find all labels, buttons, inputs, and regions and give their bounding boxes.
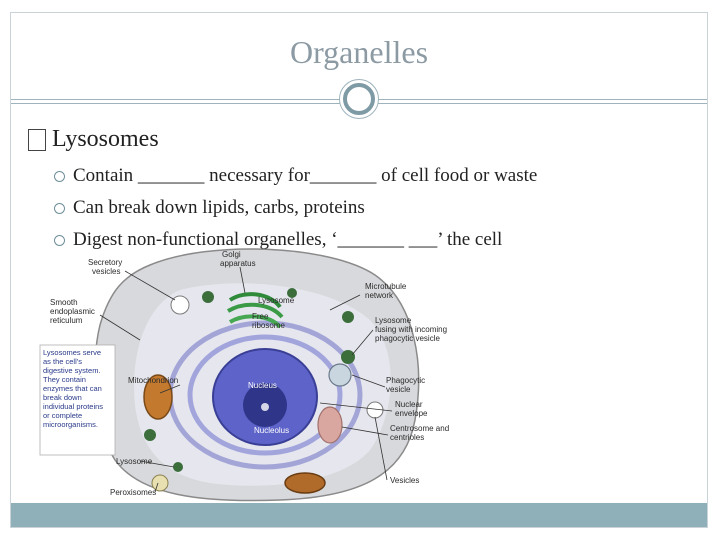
label-lysosome-fusing: Lysosome [375,316,412,325]
phagocytic-vesicle [328,363,352,387]
label-lysosome-fusing-2: fusing with incoming [375,325,447,334]
side-note-box [39,344,116,456]
bullet-item: Can break down lipids, carbs, proteins [54,197,365,219]
label-phagocytic: Phagocytic [386,376,425,385]
label-secretory-vesicles-2: vesicles [92,267,120,276]
lysosome [342,311,354,323]
label-lysosome-bottom: Lysosome [116,457,153,466]
side-note-line: or complete [43,411,82,420]
label-golgi-2: apparatus [220,259,256,268]
heading-lysosomes: Lysosomes [28,126,159,153]
mitochondrion [143,374,173,420]
side-note-line: as the cell's [43,357,82,366]
label-nucleus: Nucleus [248,381,277,390]
label-free-ribosome: Free [252,312,269,321]
nucleolus-highlight [261,403,269,411]
endoplasmic-reticulum [187,334,343,456]
label-vesicles: Vesicles [390,476,419,485]
circle-bullet-icon [54,202,65,214]
slide-title: Organelles [289,34,429,70]
label-microtubule: Microtubule [365,282,407,291]
bullet-text: Digest non-functional organelles, ‘_____… [73,229,503,250]
side-note-line: digestive system. [43,366,101,375]
label-peroxisomes: Peroxisomes [110,488,156,497]
circle-bullet-icon [54,170,65,182]
label-secretory-vesicles: Secretory [88,258,122,267]
footer-band [11,503,707,527]
bullet-text: Can break down lipids, carbs, proteins [73,197,365,218]
slide-frame [10,12,708,528]
lysosome [202,291,214,303]
label-golgi: Golgi [222,250,241,259]
cell-diagram: Secretory vesicles Golgi apparatus Lysos… [39,248,449,502]
label-smooth-er-2: endoplasmic [50,307,95,316]
side-note-line: break down [43,393,82,402]
mitochondrion [284,472,326,494]
side-note-line: microorganisms. [43,420,98,429]
missing-glyph-icon [28,128,46,151]
divider-ornament-inner [343,83,375,115]
label-nuclear-envelope: Nuclear [395,400,423,409]
label-phagocytic-2: vesicle [386,385,411,394]
divider-line [378,99,707,100]
label-centrosome-2: centrioles [390,433,424,442]
label-lysosome-top: Lysosome [258,296,295,305]
label-microtubule-2: network [365,291,394,300]
divider-line [378,103,707,104]
secretory-vesicle [170,295,190,315]
circle-bullet-icon [54,234,65,246]
lysosome [144,429,156,441]
golgi-apparatus [226,302,284,319]
side-note-line: individual proteins [43,402,103,411]
label-centrosome: Centrosome and [390,424,449,433]
bullet-text: Contain _______ necessary for_______ of … [73,165,538,186]
golgi-apparatus [228,292,282,309]
label-smooth-er: Smooth [50,298,78,307]
label-mitochondrion: Mitochondrion [128,376,178,385]
divider-line [11,99,341,100]
label-smooth-er-3: reticulum [50,316,83,325]
golgi-apparatus [228,314,282,329]
bullet-item: Digest non-functional organelles, ‘_____… [54,229,502,251]
centrosome [317,406,343,444]
bullet-item: Contain _______ necessary for_______ of … [54,165,537,187]
side-note-line: Lysosomes serve [43,348,101,357]
leader-lines [99,266,393,493]
label-free-ribosome-2: ribosome [252,321,285,330]
peroxisome [151,474,169,492]
label-lysosome-fusing-3: phagocytic vesicle [375,334,440,343]
lysosome [287,288,297,298]
side-note-line: They contain [43,375,86,384]
heading-text: Lysosomes [52,126,159,152]
lysosome [341,350,355,364]
lysosome [173,462,183,472]
side-note-line: enzymes that can [43,384,102,393]
label-nuclear-envelope-2: envelope [395,409,428,418]
divider-line [11,103,341,104]
label-nucleolus: Nucleolus [254,426,289,435]
